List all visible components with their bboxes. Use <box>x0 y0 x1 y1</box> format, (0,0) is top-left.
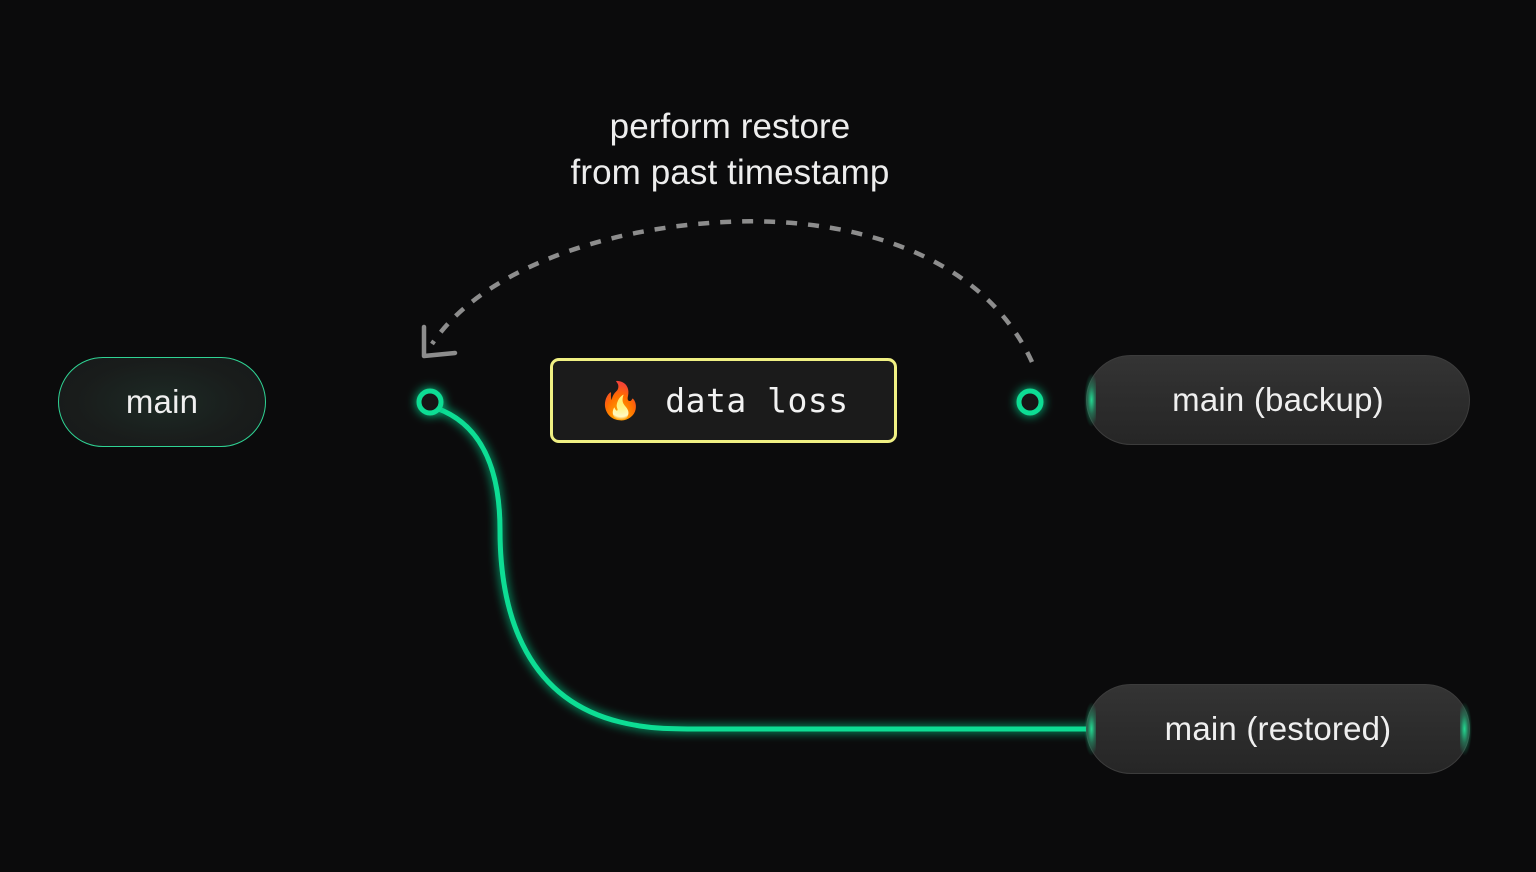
fire-icon: 🔥 <box>598 379 644 421</box>
data-loss-label: data loss <box>665 381 849 420</box>
node-main-restored[interactable]: main (restored) <box>1078 684 1478 774</box>
restored-left-edge-glow <box>1078 693 1096 765</box>
restore-arrow-arc <box>430 219 1035 363</box>
restore-arrow-head-icon <box>421 324 458 359</box>
node-main-restored-label: main (restored) <box>1164 710 1392 747</box>
node-main[interactable]: main <box>15 314 311 492</box>
data-loss-event[interactable]: 🔥 data loss <box>550 358 897 443</box>
branch-point-circle <box>416 388 444 416</box>
backup-endpoint-circle <box>1016 388 1044 416</box>
edge-branch-to-restored <box>433 405 1093 732</box>
restored-right-edge-glow <box>1460 693 1478 765</box>
node-main-backup[interactable]: main (backup) <box>1078 355 1470 445</box>
caption-line-1: perform restore <box>609 107 851 146</box>
caption-line-2: from past timestamp <box>570 153 890 192</box>
node-main-backup-label: main (backup) <box>1172 381 1384 418</box>
backup-left-edge-glow <box>1078 364 1096 436</box>
node-main-label: main <box>125 383 199 420</box>
